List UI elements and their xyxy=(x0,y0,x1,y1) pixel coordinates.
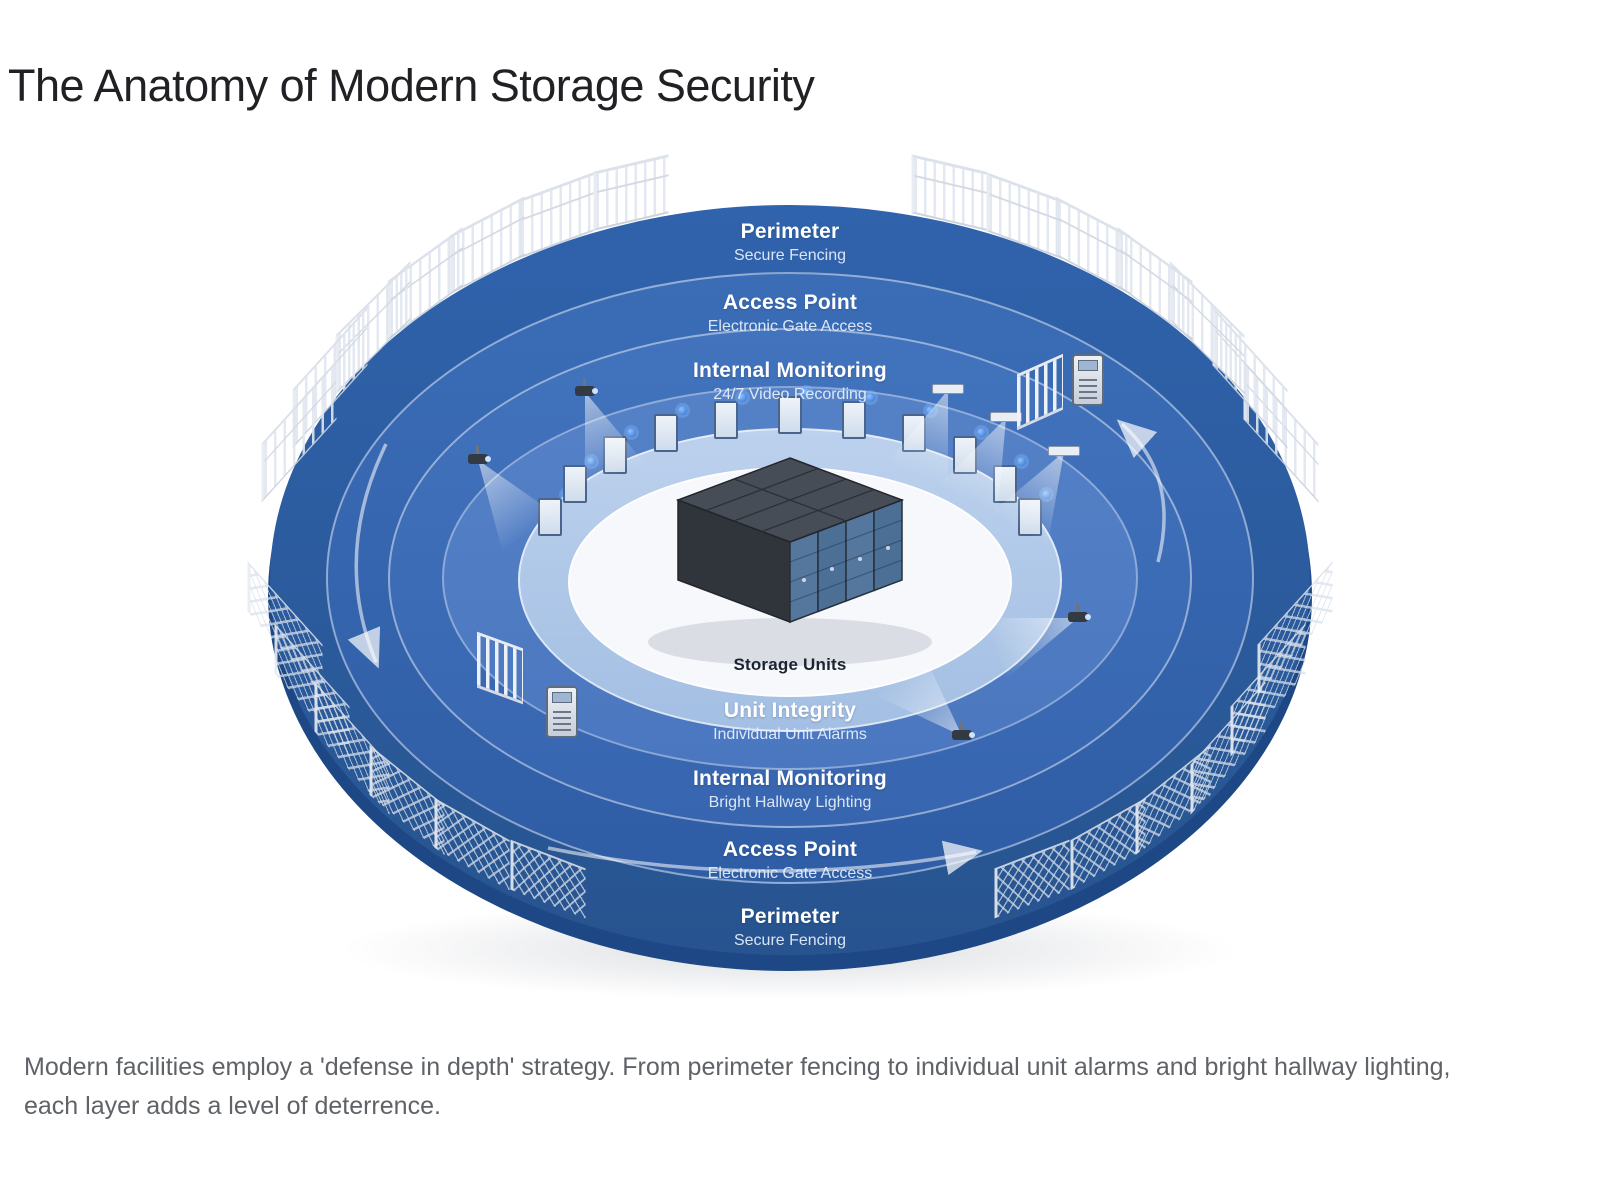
caption: Modern facilities employ a 'defense in d… xyxy=(24,1053,1451,1120)
security-camera-icon xyxy=(575,378,598,396)
alarm-bell-icon xyxy=(737,392,747,402)
page-title: The Anatomy of Modern Storage Security xyxy=(8,60,815,111)
storage-units-icon xyxy=(648,457,932,666)
hallway-light-icon xyxy=(1048,446,1080,456)
unit-door-icon xyxy=(778,388,811,434)
unit-door-icon xyxy=(563,457,597,503)
alarm-bell-icon xyxy=(1016,457,1026,466)
alarm-bell-icon xyxy=(866,392,876,402)
alarm-bell-icon xyxy=(626,428,636,438)
alarm-bell-icon xyxy=(678,406,687,416)
keypad-icon xyxy=(546,686,578,738)
alarm-bell-icon xyxy=(802,388,811,397)
hallway-light-icon xyxy=(932,384,964,394)
security-camera-icon xyxy=(1068,604,1091,622)
security-camera-icon xyxy=(952,722,975,740)
unit-door-icon xyxy=(713,392,747,439)
unit-door-icon xyxy=(842,392,876,439)
keypad-icon xyxy=(1072,354,1104,406)
unit-door-icon xyxy=(654,406,687,453)
alarm-bell-icon xyxy=(977,428,987,438)
security-camera-icon xyxy=(468,446,491,464)
